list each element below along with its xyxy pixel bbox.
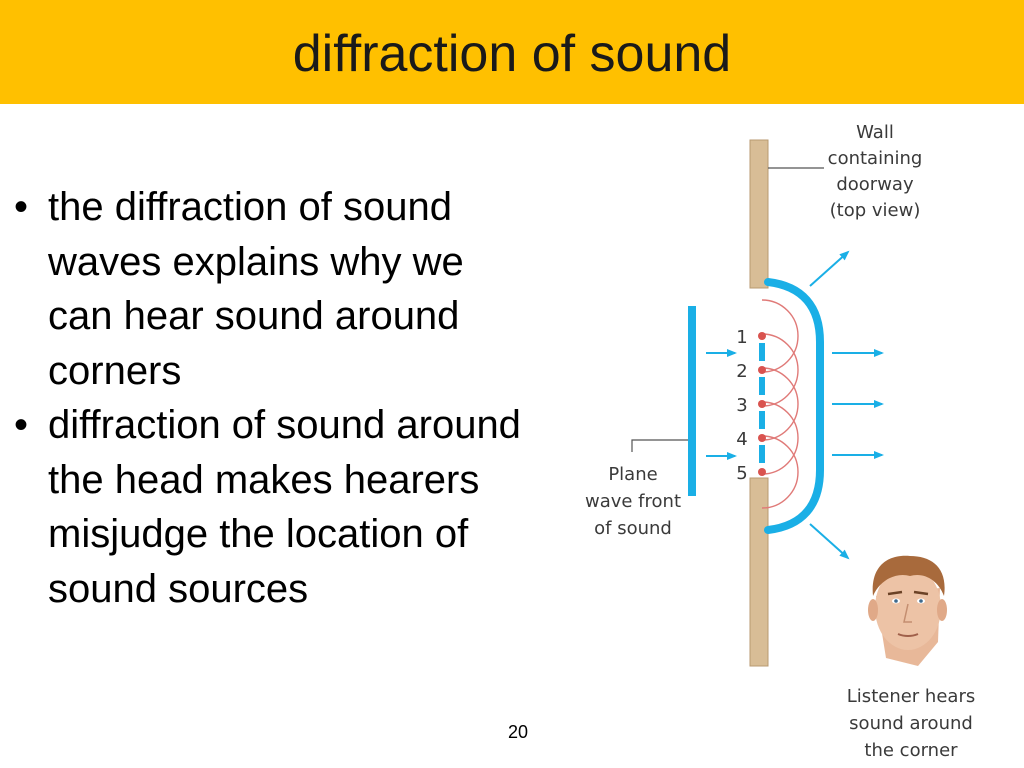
wavelet-arc (761, 435, 799, 509)
wave-segment (759, 343, 765, 361)
outgoing-arrow (809, 250, 850, 287)
diffracted-wave-front (764, 278, 824, 534)
bullet-marker: • (14, 185, 29, 229)
wavelets (761, 299, 799, 509)
plane-label: Plane wave front of sound (585, 464, 681, 539)
listener-head-illustration (868, 555, 947, 666)
wavelet-arc (761, 333, 799, 407)
source-number: 4 (736, 429, 747, 450)
wave-segment (759, 445, 765, 463)
wavelet-arc (761, 401, 799, 475)
wall-upper (749, 139, 769, 289)
source-number: 3 (736, 395, 747, 416)
bullet-item: • the diffraction of sound waves explain… (14, 180, 534, 398)
bullet-text: the diffraction of sound waves explains … (48, 185, 464, 393)
source-dot (758, 400, 766, 408)
source-dot (758, 468, 766, 476)
listener-label-line: Listener hears (847, 686, 975, 707)
wall-label-line: doorway (836, 174, 914, 195)
source-number: 1 (736, 327, 747, 348)
page-number: 20 (507, 722, 529, 742)
wall-label-line: (top view) (830, 200, 921, 221)
source-dot (758, 434, 766, 442)
plane-wave-front (688, 306, 696, 496)
wavelet-arc (761, 299, 799, 373)
source-number: 5 (736, 463, 747, 484)
plane-label-line: wave front (585, 491, 681, 512)
wall-label-line: Wall (856, 122, 894, 143)
wave-segment (759, 411, 765, 429)
wavelet-arc (761, 367, 799, 441)
listener-label-line: the corner (864, 740, 958, 760)
diffraction-diagram: Wall containing doorway (top view) Plane… (585, 122, 975, 760)
source-number: 2 (736, 361, 747, 382)
bullet-text: diffraction of sound around the head mak… (48, 403, 521, 611)
slide-title: diffraction of sound (292, 25, 732, 83)
source-dot (758, 366, 766, 374)
source-dot (758, 332, 766, 340)
listener-label: Listener hears sound around the corner (847, 686, 975, 760)
wave-segment (759, 377, 765, 395)
bullet-item: • diffraction of sound around the head m… (14, 398, 534, 616)
wall-lower (749, 477, 769, 667)
bullet-marker: • (14, 403, 29, 447)
listener-label-line: sound around (849, 713, 973, 734)
plane-label-line: Plane (608, 464, 657, 485)
plane-label-line: of sound (594, 518, 672, 539)
wall-label: Wall containing doorway (top view) (828, 122, 923, 221)
outgoing-arrow (809, 523, 850, 560)
title-bar (0, 0, 1024, 104)
bullet-list: • the diffraction of sound waves explain… (14, 180, 534, 616)
plane-label-leader (631, 439, 688, 452)
wall-label-line: containing (828, 148, 923, 169)
